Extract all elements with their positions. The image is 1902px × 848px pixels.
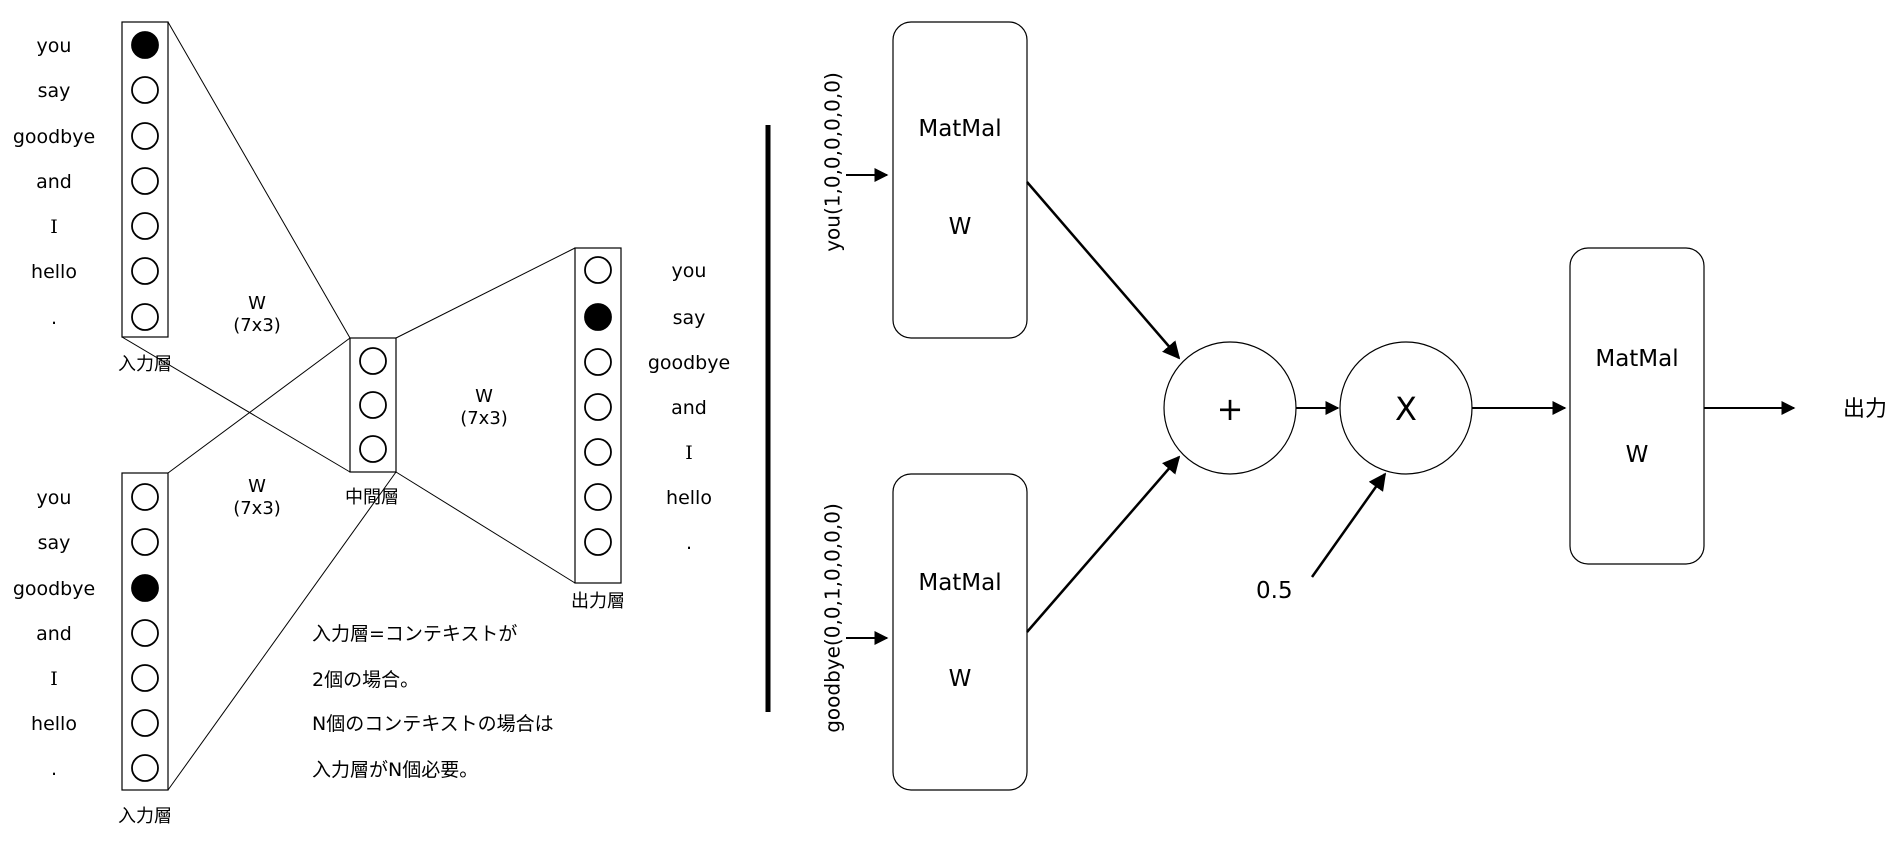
input-1-neuron-5	[131, 257, 159, 285]
input-1-neuron-1	[131, 76, 159, 104]
output-label: 出力	[1843, 397, 1887, 422]
weight-label-input1-w: W	[248, 293, 266, 314]
add-node: +	[1163, 341, 1297, 475]
matmul-node-bottom: MatMal W	[892, 473, 1028, 791]
input-layer-2-neurons	[131, 483, 159, 782]
output-word-3: and	[671, 397, 707, 419]
input-2-word-5: hello	[31, 713, 77, 735]
input-2-word-3: and	[36, 623, 72, 645]
output-word-0: you	[672, 260, 707, 282]
input-2-neuron-2	[131, 574, 159, 602]
weight-label-input2-w: W	[248, 476, 266, 497]
output-neuron-2	[584, 348, 612, 376]
input-1-word-3: and	[36, 171, 72, 193]
input-layer-1-label: 入力層	[118, 354, 172, 375]
output-word-2: goodbye	[648, 352, 730, 374]
arrow-scale-to-multiply	[1310, 472, 1387, 578]
input-2-neuron-5	[131, 709, 159, 737]
input-1-word-0: you	[37, 35, 72, 57]
note-line-4: 入力層がN個必要。	[312, 759, 479, 781]
note-line-3: N個のコンテキストの場合は	[312, 713, 554, 735]
connection-lines	[121, 21, 576, 791]
middle-layer: 中間層	[345, 337, 399, 508]
arrow-matmul-bottom-to-add	[1026, 455, 1181, 633]
output-word-4: I	[685, 442, 693, 464]
input-2-word-0: you	[37, 487, 72, 509]
matmul-bottom-label: MatMal	[918, 570, 1001, 596]
matmul-output-label: MatMal	[1595, 346, 1678, 372]
right-graph: you(1,0,0,0,0,0,0) goodbye(0,0,1,0,0,0,0…	[821, 21, 1887, 791]
input-1-neuron-2	[131, 122, 159, 150]
input-2-neuron-0	[131, 483, 159, 511]
input-1-word-2: goodbye	[13, 126, 95, 148]
note-line-1: 入力層=コンテキストが	[312, 623, 518, 645]
input-layer-2-label: 入力層	[118, 806, 172, 827]
output-neuron-4	[584, 438, 612, 466]
input-1-neuron-3	[131, 167, 159, 195]
middle-neuron-1	[359, 391, 387, 419]
matmul-node-output: MatMal W	[1569, 247, 1705, 565]
weight-label-input2: W (7x3)	[233, 476, 281, 519]
arrow-matmul-top-to-add	[1026, 181, 1181, 360]
output-neuron-6	[584, 528, 612, 556]
matmul-output-weight: W	[1626, 442, 1649, 468]
input-2-neuron-1	[131, 528, 159, 556]
output-neuron-3	[584, 393, 612, 421]
input-top-vector-label: you(1,0,0,0,0,0,0)	[821, 72, 845, 252]
middle-neuron-0	[359, 347, 387, 375]
output-layer-neurons	[584, 256, 612, 556]
middle-layer-label: 中間層	[345, 487, 399, 508]
output-word-6: .	[686, 532, 692, 554]
input-bottom-vector-label: goodbye(0,0,1,0,0,0,0)	[821, 503, 845, 733]
multiply-node: X	[1339, 341, 1473, 475]
input-2-neuron-4	[131, 664, 159, 692]
input-1-neuron-6	[131, 303, 159, 331]
output-neuron-5	[584, 483, 612, 511]
weight-label-output-dims: (7x3)	[460, 408, 508, 429]
weight-label-input2-dims: (7x3)	[233, 498, 281, 519]
input-2-word-2: goodbye	[13, 578, 95, 600]
input-2-word-4: I	[50, 668, 58, 690]
weight-label-output-w: W	[475, 386, 493, 407]
output-neuron-1	[584, 303, 612, 331]
output-layer-label: 出力層	[571, 591, 625, 612]
weight-label-output: W (7x3)	[460, 386, 508, 429]
input-1-word-5: hello	[31, 261, 77, 283]
input-1-neuron-4	[131, 212, 159, 240]
matmul-bottom-weight: W	[949, 666, 972, 692]
multiply-symbol: X	[1395, 390, 1417, 428]
middle-layer-neurons	[359, 347, 387, 463]
input-2-neuron-3	[131, 619, 159, 647]
matmul-top-weight: W	[949, 214, 972, 240]
output-neuron-0	[584, 256, 612, 284]
middle-neuron-2	[359, 435, 387, 463]
output-word-1: say	[673, 307, 706, 329]
input-2-neuron-6	[131, 754, 159, 782]
input-1-neuron-0	[131, 31, 159, 59]
matmul-node-top: MatMal W	[892, 21, 1028, 339]
matmul-top-label: MatMal	[918, 116, 1001, 142]
weight-label-input1-dims: (7x3)	[233, 315, 281, 336]
scale-value-label: 0.5	[1256, 578, 1293, 604]
input-2-word-6: .	[51, 758, 57, 780]
input-1-word-6: .	[51, 307, 57, 329]
add-symbol: +	[1217, 390, 1244, 428]
note-line-2: 2個の場合。	[312, 669, 420, 691]
input-2-word-1: say	[38, 532, 71, 554]
output-word-5: hello	[666, 487, 712, 509]
input-1-word-1: say	[38, 80, 71, 102]
input-layer-1-neurons	[131, 31, 159, 331]
weight-label-input1: W (7x3)	[233, 293, 281, 336]
input-1-word-4: I	[50, 216, 58, 238]
